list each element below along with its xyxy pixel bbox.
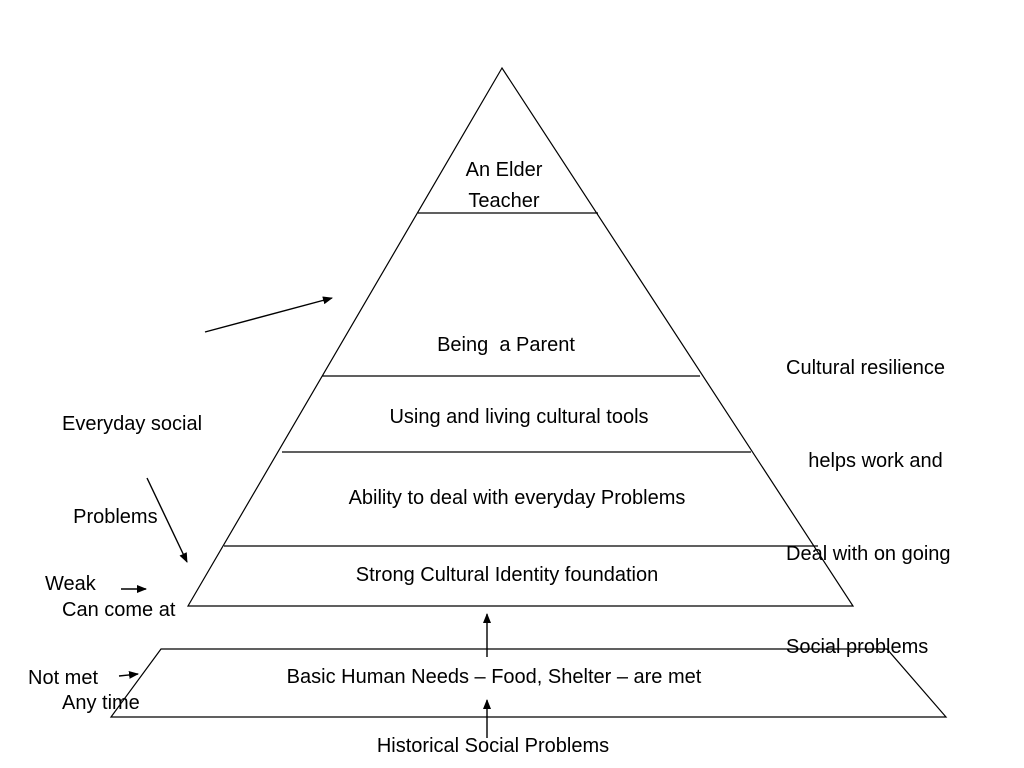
- arrow-to-parent-level: [204, 296, 333, 333]
- pyramid-outline: [186, 66, 855, 607]
- annotation-historical: Historical Social Problems: [377, 731, 609, 762]
- annotation-weak: Weak: [45, 569, 96, 600]
- level-everyday-problems: Ability to deal with everyday Problems: [349, 483, 686, 514]
- level-identity-line-1: Strong Cultural Identity foundation: [355, 564, 659, 586]
- historical-text: Historical Social Problems: [376, 735, 610, 757]
- level-cultural-identity: Strong Cultural Identity foundation: [356, 560, 658, 591]
- base-needs-label: Basic Human Needs – Food, Shelter – are …: [287, 662, 702, 693]
- annotation-resilience: Cultural resilience helps work and Deal …: [786, 291, 951, 694]
- resilience-line-2: helps work and: [786, 450, 943, 472]
- level-cultural-tools: Using and living cultural tools: [389, 402, 648, 433]
- level-problems-line-1: Ability to deal with everyday Problems: [348, 487, 686, 509]
- level-elder-line-1: An Elder: [465, 159, 543, 181]
- arrow-not-met: [118, 670, 139, 679]
- weak-text: Weak: [45, 573, 96, 595]
- level-elder-teacher: An Elder Teacher: [466, 155, 543, 217]
- base-trapezoid: [109, 648, 948, 718]
- level-tools-line-1: Using and living cultural tools: [389, 406, 649, 428]
- level-elder-line-2: Teacher: [468, 190, 540, 212]
- arrow-to-foundation: [146, 477, 188, 563]
- base-needs-text: Basic Human Needs – Food, Shelter – are …: [286, 666, 702, 688]
- level-being-parent: Being a Parent: [437, 330, 575, 361]
- annotation-not-met: Not met: [28, 663, 98, 694]
- everyday-line-1: Everyday social: [62, 413, 203, 435]
- resilience-line-4: Social problems: [786, 636, 929, 658]
- resilience-line-1: Cultural resilience: [786, 357, 945, 379]
- everyday-line-2: Problems: [62, 506, 158, 528]
- everyday-line-3: Can come at: [62, 599, 176, 621]
- level-parent-line-1: Being a Parent: [437, 334, 575, 356]
- annotation-everyday-problems: Everyday social Problems Can come at Any…: [62, 347, 202, 750]
- everyday-line-4: Any time: [62, 692, 140, 714]
- not-met-text: Not met: [28, 667, 99, 689]
- resilience-line-3: Deal with on going: [786, 543, 951, 565]
